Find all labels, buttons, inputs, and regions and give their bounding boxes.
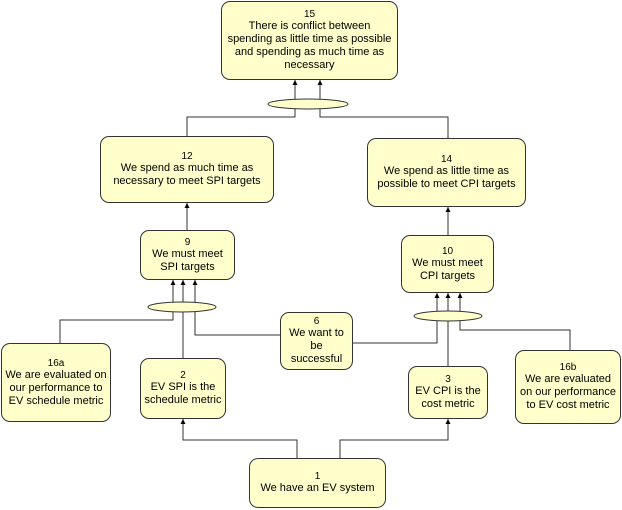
node-12-number: 12 [181, 151, 193, 162]
node-10-text: We must meet CPI targets [412, 256, 483, 282]
edge-16a-to-9 [59, 280, 176, 343]
node-15-text: There is conflict between spending as li… [227, 20, 392, 71]
edge-1-to-3 [339, 419, 451, 458]
node-9[interactable]: 9 We must meet SPI targets [140, 230, 235, 280]
node-2[interactable]: 2 EV SPI is the schedule metric [140, 358, 226, 419]
node-1[interactable]: 1 We have an EV system [249, 458, 386, 508]
node-10-number: 10 [441, 245, 454, 257]
edge-12-to-15 [186, 80, 298, 136]
node-16b-text: We are evaluated on our performance to E… [520, 373, 616, 411]
edge-14-to-15 [317, 80, 449, 138]
node-3[interactable]: 3 EV CPI is the cost metric [408, 366, 488, 419]
node-16a-number: 16a [47, 357, 65, 369]
node-6-text: We want to be successful [289, 327, 344, 365]
node-16b[interactable]: 16b We are evaluated on our performance … [515, 350, 621, 424]
node-16a-text: We are evaluated on our performance to E… [5, 368, 107, 407]
edge-6-to-10 [353, 293, 440, 344]
edge-16b-to-10 [457, 293, 571, 350]
node-6[interactable]: 6 We want to be successful [280, 312, 353, 370]
node-15[interactable]: 15 There is conflict between spending as… [221, 1, 398, 80]
node-10[interactable]: 10 We must meet CPI targets [401, 235, 494, 293]
node-12-text: We spend as much time as necessary to me… [113, 162, 261, 187]
node-15-number: 15 [303, 9, 316, 20]
node-14-number: 14 [440, 154, 453, 165]
node-2-text: EV SPI is the schedule metric [144, 381, 222, 406]
node-1-number: 1 [314, 471, 321, 482]
node-16a[interactable]: 16a We are evaluated on our performance … [1, 343, 111, 422]
node-3-text: EV CPI is the cost metric [415, 385, 481, 410]
node-14[interactable]: 14 We spend as little time as possible t… [367, 138, 526, 207]
and-junction-10 [413, 310, 483, 322]
and-junction-9 [147, 301, 217, 313]
node-14-text: We spend as little time as possible to m… [377, 165, 516, 190]
and-junction-15 [267, 98, 349, 110]
node-6-number: 6 [313, 316, 320, 327]
node-16b-number: 16b [559, 362, 577, 373]
edge-1-to-2 [180, 419, 298, 458]
node-9-number: 9 [184, 236, 191, 248]
node-9-text: We must meet SPI targets [152, 247, 223, 273]
node-12[interactable]: 12 We spend as much time as necessary to… [100, 136, 274, 203]
node-1-text: We have an EV system [260, 482, 375, 494]
node-3-number: 3 [445, 374, 451, 385]
node-2-number: 2 [180, 370, 186, 381]
edge-6-to-9 [192, 280, 280, 336]
